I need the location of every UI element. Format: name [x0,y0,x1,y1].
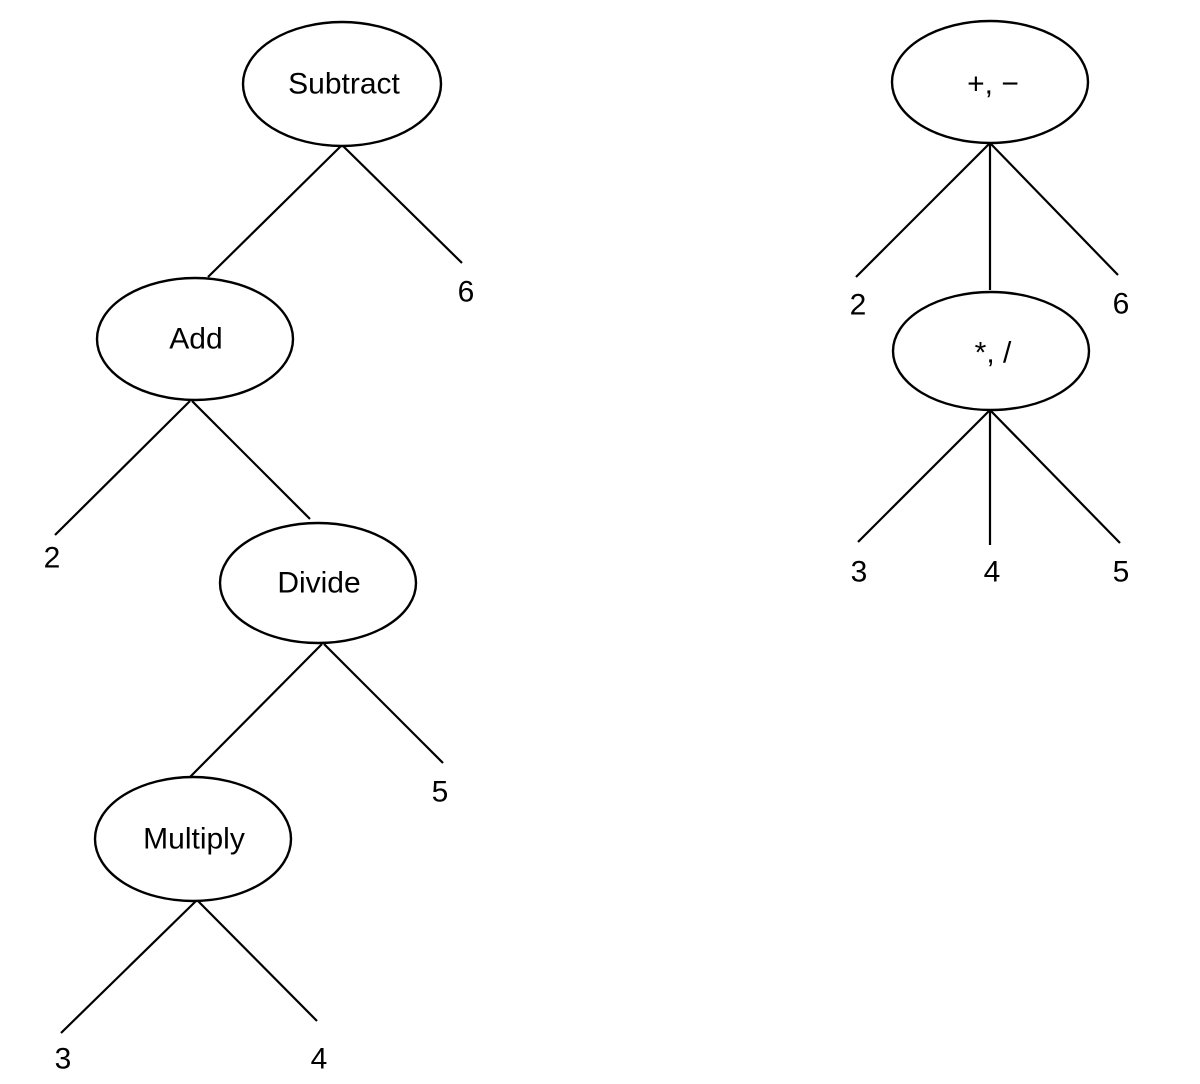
edge-multiply-3 [60,900,197,1034]
leaf-4-right: 4 [984,556,1001,589]
leaf-6: 6 [458,276,475,309]
leaf-6-right: 6 [1113,288,1130,321]
edge-timesdivide-3 [857,409,991,543]
leaf-5: 5 [432,776,449,809]
node-plus-minus-label: +, − [967,68,1019,101]
node-divide-label: Divide [277,567,360,600]
leaf-2: 2 [44,542,61,575]
node-plus-minus-ellipse [890,19,1090,145]
right-expression-tree: +, − *, / 2 6 3 4 5 [850,19,1130,589]
node-multiply-label: Multiply [143,823,245,856]
left-expression-tree: Subtract Add Divide Multiply 6 2 5 3 4 [44,20,475,1076]
node-subtract-ellipse [241,20,443,148]
leaf-5-right: 5 [1113,556,1130,589]
edge-multiply-4 [197,900,318,1022]
edge-subtract-add [207,145,342,278]
edge-subtract-6 [342,145,463,264]
node-subtract-label: Subtract [288,68,400,101]
edge-add-divide [191,400,311,520]
leaf-2-right: 2 [850,289,867,322]
edge-timesdivide-5 [989,409,1121,544]
node-multiply-ellipse [93,775,293,903]
edge-plusminus-6 [989,142,1119,276]
leaf-3-right: 3 [851,556,868,589]
edge-add-2 [54,400,191,536]
edge-divide-5 [323,643,444,764]
node-divide-ellipse [218,521,418,645]
node-add-label: Add [169,323,222,356]
node-add-ellipse [95,276,295,402]
leaf-4: 4 [311,1043,328,1076]
node-times-divide-ellipse [891,290,1091,412]
node-times-divide-label: *, / [975,337,1012,370]
leaf-3: 3 [55,1043,72,1076]
edge-plusminus-2 [855,142,991,278]
edge-divide-multiply [189,643,323,778]
